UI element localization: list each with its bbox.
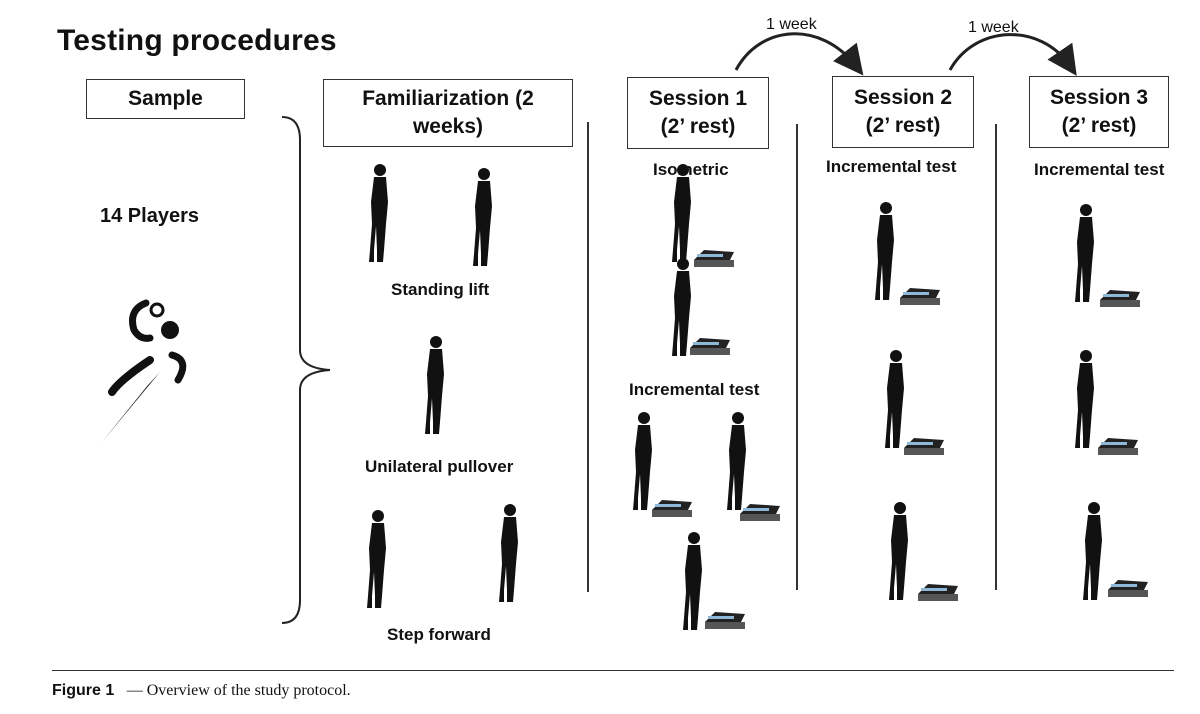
session2-header-box: Session 2 (2’ rest) xyxy=(832,76,974,148)
athlete-silhouette-icon xyxy=(473,168,492,266)
athlete-silhouette-icon xyxy=(672,258,691,356)
session2-label-incremental: Incremental test xyxy=(826,157,957,176)
session3-header-box: Session 3 (2’ rest) xyxy=(1029,76,1169,148)
encoder-device-icon xyxy=(652,500,692,517)
week-label-2: 1 week xyxy=(968,19,1019,36)
familiarization-header-box: Familiarization (2 weeks) xyxy=(323,79,573,147)
handball-player-icon xyxy=(102,299,187,442)
figure-caption-text: — Overview of the study protocol. xyxy=(126,682,351,699)
divider-line xyxy=(796,124,798,590)
week-label-1: 1 week xyxy=(766,16,817,33)
athlete-silhouette-icon xyxy=(367,510,386,608)
encoder-device-icon xyxy=(740,504,780,521)
exercise-label: Standing lift xyxy=(391,280,490,299)
athlete-silhouette-icon xyxy=(499,504,518,602)
encoder-device-icon xyxy=(918,584,958,601)
athlete-silhouette-icon xyxy=(672,164,691,262)
encoder-device-icon xyxy=(1098,438,1138,455)
sample-header-box: Sample xyxy=(86,79,245,119)
players-count: 14 Players xyxy=(100,205,199,227)
athlete-silhouette-icon xyxy=(369,164,388,262)
athlete-silhouette-icon xyxy=(633,412,652,510)
athlete-silhouette-icon xyxy=(1075,204,1094,302)
session3-header: Session 3 (2’ rest) xyxy=(1049,85,1149,137)
week-arrow-2 xyxy=(948,33,1077,76)
encoder-device-icon xyxy=(705,612,745,629)
caption-rule xyxy=(52,670,1174,671)
session3-label-incremental: Incremental test xyxy=(1034,160,1165,179)
encoder-device-icon xyxy=(904,438,944,455)
familiarization-header: Familiarization (2 weeks) xyxy=(362,86,534,138)
figure-number: Figure 1 xyxy=(52,682,115,699)
encoder-device-icon xyxy=(694,250,734,267)
session1-header-box: Session 1 (2’ rest) xyxy=(627,77,769,149)
exercise-label: Unilateral pullover xyxy=(365,457,514,476)
page-title: Testing procedures xyxy=(57,24,337,57)
athlete-silhouette-icon xyxy=(1075,350,1094,448)
encoder-device-icon xyxy=(900,288,940,305)
encoder-device-icon xyxy=(1108,580,1148,597)
athlete-silhouette-icon xyxy=(1083,502,1102,600)
figure-caption: Figure 1 — Overview of the study protoco… xyxy=(52,682,351,700)
divider-line xyxy=(995,124,997,590)
sample-header: Sample xyxy=(128,86,203,110)
session1-label-isometric: Isometric xyxy=(653,160,729,179)
athlete-silhouette-icon xyxy=(889,502,908,600)
grouping-brace xyxy=(281,116,331,624)
athlete-silhouette-icon xyxy=(885,350,904,448)
athlete-silhouette-icon xyxy=(727,412,746,510)
divider-line xyxy=(587,122,589,592)
athlete-silhouette-icon xyxy=(875,202,894,300)
athlete-silhouette-icon xyxy=(683,532,702,630)
session2-header: Session 2 (2’ rest) xyxy=(853,85,953,137)
session1-header: Session 1 (2’ rest) xyxy=(648,86,748,138)
week-arrow-1 xyxy=(734,32,864,76)
exercise-label: Step forward xyxy=(387,625,491,644)
encoder-device-icon xyxy=(1100,290,1140,307)
session1-label-incremental: Incremental test xyxy=(629,380,760,399)
encoder-device-icon xyxy=(690,338,730,355)
athlete-silhouette-icon xyxy=(425,336,444,434)
